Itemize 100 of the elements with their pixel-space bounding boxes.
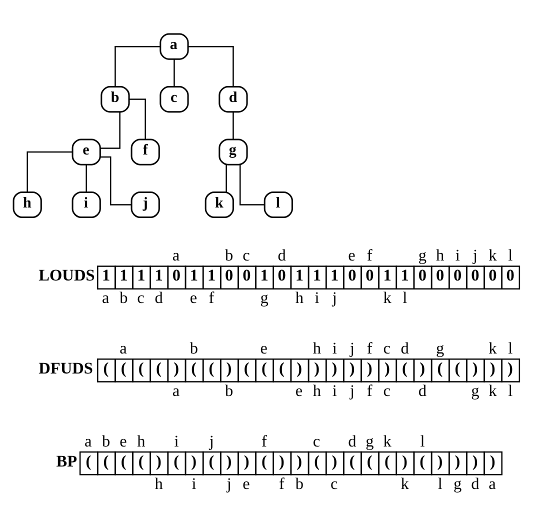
label: b bbox=[120, 288, 128, 307]
label: d bbox=[400, 338, 409, 357]
label: ) bbox=[226, 450, 232, 470]
label: 0 bbox=[242, 265, 251, 284]
label: ) bbox=[332, 358, 338, 377]
label: ( bbox=[174, 450, 180, 470]
label: 0 bbox=[471, 265, 480, 284]
label: 1 bbox=[383, 265, 392, 284]
label: d bbox=[154, 288, 163, 307]
label: c bbox=[242, 244, 250, 264]
label: ) bbox=[437, 450, 443, 470]
label: 0 bbox=[366, 265, 374, 284]
label: 0 bbox=[454, 265, 462, 284]
label: l bbox=[420, 430, 425, 450]
label: b bbox=[190, 338, 198, 357]
label: ( bbox=[138, 358, 144, 377]
label: h bbox=[295, 288, 304, 307]
label: f bbox=[279, 473, 284, 492]
label: ( bbox=[208, 358, 214, 377]
label: l bbox=[508, 338, 513, 357]
label: ) bbox=[490, 358, 496, 377]
label: g bbox=[454, 473, 462, 492]
label: e bbox=[260, 338, 268, 357]
label: k bbox=[488, 380, 497, 400]
label: j bbox=[350, 338, 354, 357]
label: DFUDS bbox=[38, 358, 93, 377]
label: i bbox=[332, 338, 337, 357]
label: ( bbox=[86, 450, 92, 470]
label: ( bbox=[191, 358, 197, 377]
label: g bbox=[260, 288, 268, 307]
label: a bbox=[102, 288, 110, 307]
label: ( bbox=[138, 450, 144, 470]
label: ( bbox=[120, 450, 126, 470]
label: ) bbox=[384, 358, 390, 377]
label: f bbox=[366, 380, 372, 400]
label: ) bbox=[508, 358, 513, 377]
label: f bbox=[366, 338, 372, 357]
label: ) bbox=[490, 450, 496, 470]
label: c bbox=[137, 288, 144, 307]
label: ( bbox=[349, 450, 355, 470]
label: 0 bbox=[278, 265, 286, 284]
label: c bbox=[383, 338, 390, 357]
label: b bbox=[295, 473, 304, 492]
label: ( bbox=[454, 358, 460, 377]
label: c bbox=[330, 473, 338, 492]
label: ( bbox=[261, 450, 267, 470]
label: e bbox=[242, 473, 250, 492]
label: h bbox=[436, 244, 444, 264]
label: j bbox=[332, 288, 337, 307]
label: ( bbox=[279, 358, 284, 377]
label: ) bbox=[420, 358, 426, 377]
label: ( bbox=[437, 358, 443, 377]
label: g bbox=[418, 244, 427, 264]
label: 0 bbox=[488, 265, 497, 284]
label: c bbox=[312, 430, 320, 450]
label: 0 bbox=[225, 265, 234, 284]
label: ) bbox=[314, 358, 320, 377]
label: a bbox=[172, 380, 180, 400]
label: h bbox=[312, 380, 322, 400]
label: d bbox=[348, 430, 356, 450]
label: f bbox=[208, 288, 214, 307]
label: h bbox=[312, 338, 322, 357]
label: c bbox=[383, 380, 390, 400]
label: b bbox=[225, 380, 234, 400]
label: i bbox=[174, 430, 179, 450]
label: ) bbox=[454, 450, 460, 470]
label: l bbox=[508, 244, 513, 264]
label: 0 bbox=[172, 265, 180, 284]
label: ) bbox=[296, 450, 302, 470]
label: 1 bbox=[330, 265, 339, 284]
label: 1 bbox=[190, 265, 198, 284]
label: k bbox=[400, 473, 409, 492]
label: a bbox=[84, 430, 92, 450]
label: ) bbox=[156, 450, 162, 470]
label: h bbox=[137, 430, 146, 450]
label: ) bbox=[472, 450, 478, 470]
label: b bbox=[225, 244, 234, 264]
label: ) bbox=[296, 358, 302, 377]
label: e bbox=[190, 288, 198, 307]
label: ( bbox=[244, 358, 250, 377]
label: LOUDS bbox=[38, 265, 95, 284]
label: 0 bbox=[436, 265, 444, 284]
label: a bbox=[488, 473, 496, 492]
label: ( bbox=[103, 358, 109, 377]
label: ( bbox=[384, 450, 390, 470]
label: ( bbox=[156, 358, 162, 377]
label: 1 bbox=[120, 265, 128, 284]
label: d bbox=[418, 380, 427, 400]
label: f bbox=[261, 430, 267, 450]
label: i bbox=[455, 244, 460, 264]
label: l bbox=[438, 473, 442, 492]
label: ) bbox=[332, 450, 338, 470]
label: e bbox=[348, 244, 356, 264]
label: ( bbox=[208, 450, 214, 470]
label: h bbox=[154, 473, 163, 492]
label: ) bbox=[349, 358, 355, 377]
label: j bbox=[472, 244, 478, 264]
label: ) bbox=[366, 358, 372, 377]
label: g bbox=[471, 380, 480, 400]
label: e bbox=[120, 430, 127, 450]
